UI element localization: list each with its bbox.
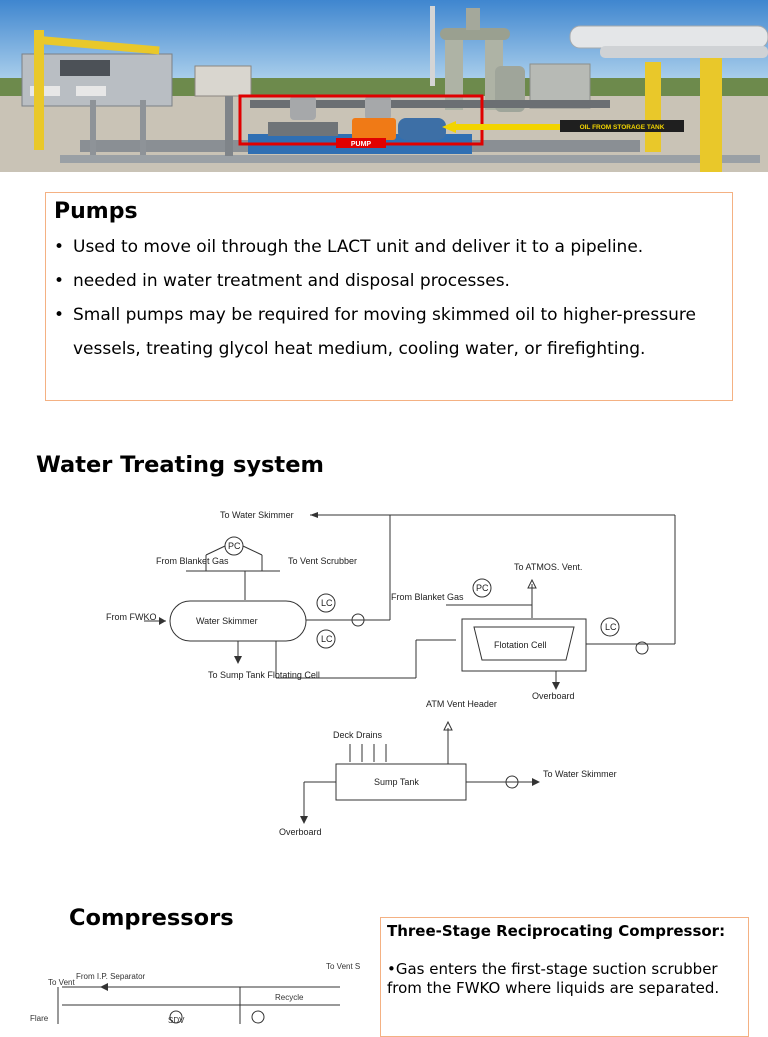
pumps-bullet: Used to move oil through the LACT unit a… bbox=[54, 230, 724, 264]
info-title: Three-Stage Reciprocating Compressor: bbox=[387, 922, 726, 940]
sump-tank-label: Sump Tank bbox=[374, 777, 419, 787]
water-treating-title: Water Treating system bbox=[36, 452, 324, 478]
to-vent-label: To Vent bbox=[48, 978, 75, 987]
lc-label: LC bbox=[321, 634, 333, 644]
pump-label: PUMP bbox=[351, 141, 372, 148]
to-water-skimmer-top-label: To Water Skimmer bbox=[220, 510, 294, 520]
pumps-section: Pumps Used to move oil through the LACT … bbox=[45, 192, 733, 401]
compressor-info-box: Three-Stage Reciprocating Compressor: •G… bbox=[380, 917, 749, 1037]
from-ip-separator-label: From I.P. Separator bbox=[76, 972, 146, 981]
pumps-title: Pumps bbox=[54, 199, 138, 224]
from-fwko-label: From FWKO bbox=[106, 612, 157, 622]
atm-vent-header-label: ATM Vent Header bbox=[426, 699, 497, 709]
overboard-label: Overboard bbox=[279, 827, 322, 837]
water-treating-diagram: To Water Skimmer From Blanket Gas PC To … bbox=[100, 500, 700, 849]
sdv-label: SDV bbox=[168, 1016, 185, 1024]
pumps-bullet: needed in water treatment and disposal p… bbox=[54, 264, 724, 298]
flotation-cell-label: Flotation Cell bbox=[494, 640, 547, 650]
compressors-title: Compressors bbox=[69, 905, 234, 931]
pumps-bullet: Small pumps may be required for moving s… bbox=[54, 298, 724, 366]
lc-label: LC bbox=[321, 598, 333, 608]
oil-from-storage-tank-label: OIL FROM STORAGE TANK bbox=[580, 124, 665, 131]
overboard-label: Overboard bbox=[532, 691, 575, 701]
pc-label: PC bbox=[228, 541, 241, 551]
from-blanket-gas-label: From Blanket Gas bbox=[391, 592, 464, 602]
from-blanket-gas-label: From Blanket Gas bbox=[156, 556, 229, 566]
recycle-label: Recycle bbox=[275, 993, 304, 1002]
pumps-bullet-list: Used to move oil through the LACT unit a… bbox=[54, 230, 724, 366]
to-sump-tank-label: To Sump Tank Flotating Cell bbox=[208, 670, 320, 680]
water-skimmer-label: Water Skimmer bbox=[196, 616, 258, 626]
pc-label: PC bbox=[476, 583, 489, 593]
flare-label: Flare bbox=[30, 1014, 49, 1023]
to-water-skimmer-bottom-label: To Water Skimmer bbox=[543, 769, 617, 779]
to-vent-scrubber-label: To Vent Scrubber bbox=[288, 556, 357, 566]
compressor-diagram: To Vent From I.P. Separator To Vent Scru… bbox=[0, 955, 388, 1028]
pump-skid-photo: PUMP OIL FROM STORAGE TANK bbox=[0, 0, 768, 172]
info-text: •Gas enters the first-stage suction scru… bbox=[387, 960, 720, 997]
deck-drains-label: Deck Drains bbox=[333, 730, 383, 740]
lc-label: LC bbox=[605, 622, 617, 632]
to-vent-scrubber-label: To Vent Scrubber bbox=[326, 962, 360, 971]
to-atmos-vent-label: To ATMOS. Vent. bbox=[514, 562, 582, 572]
